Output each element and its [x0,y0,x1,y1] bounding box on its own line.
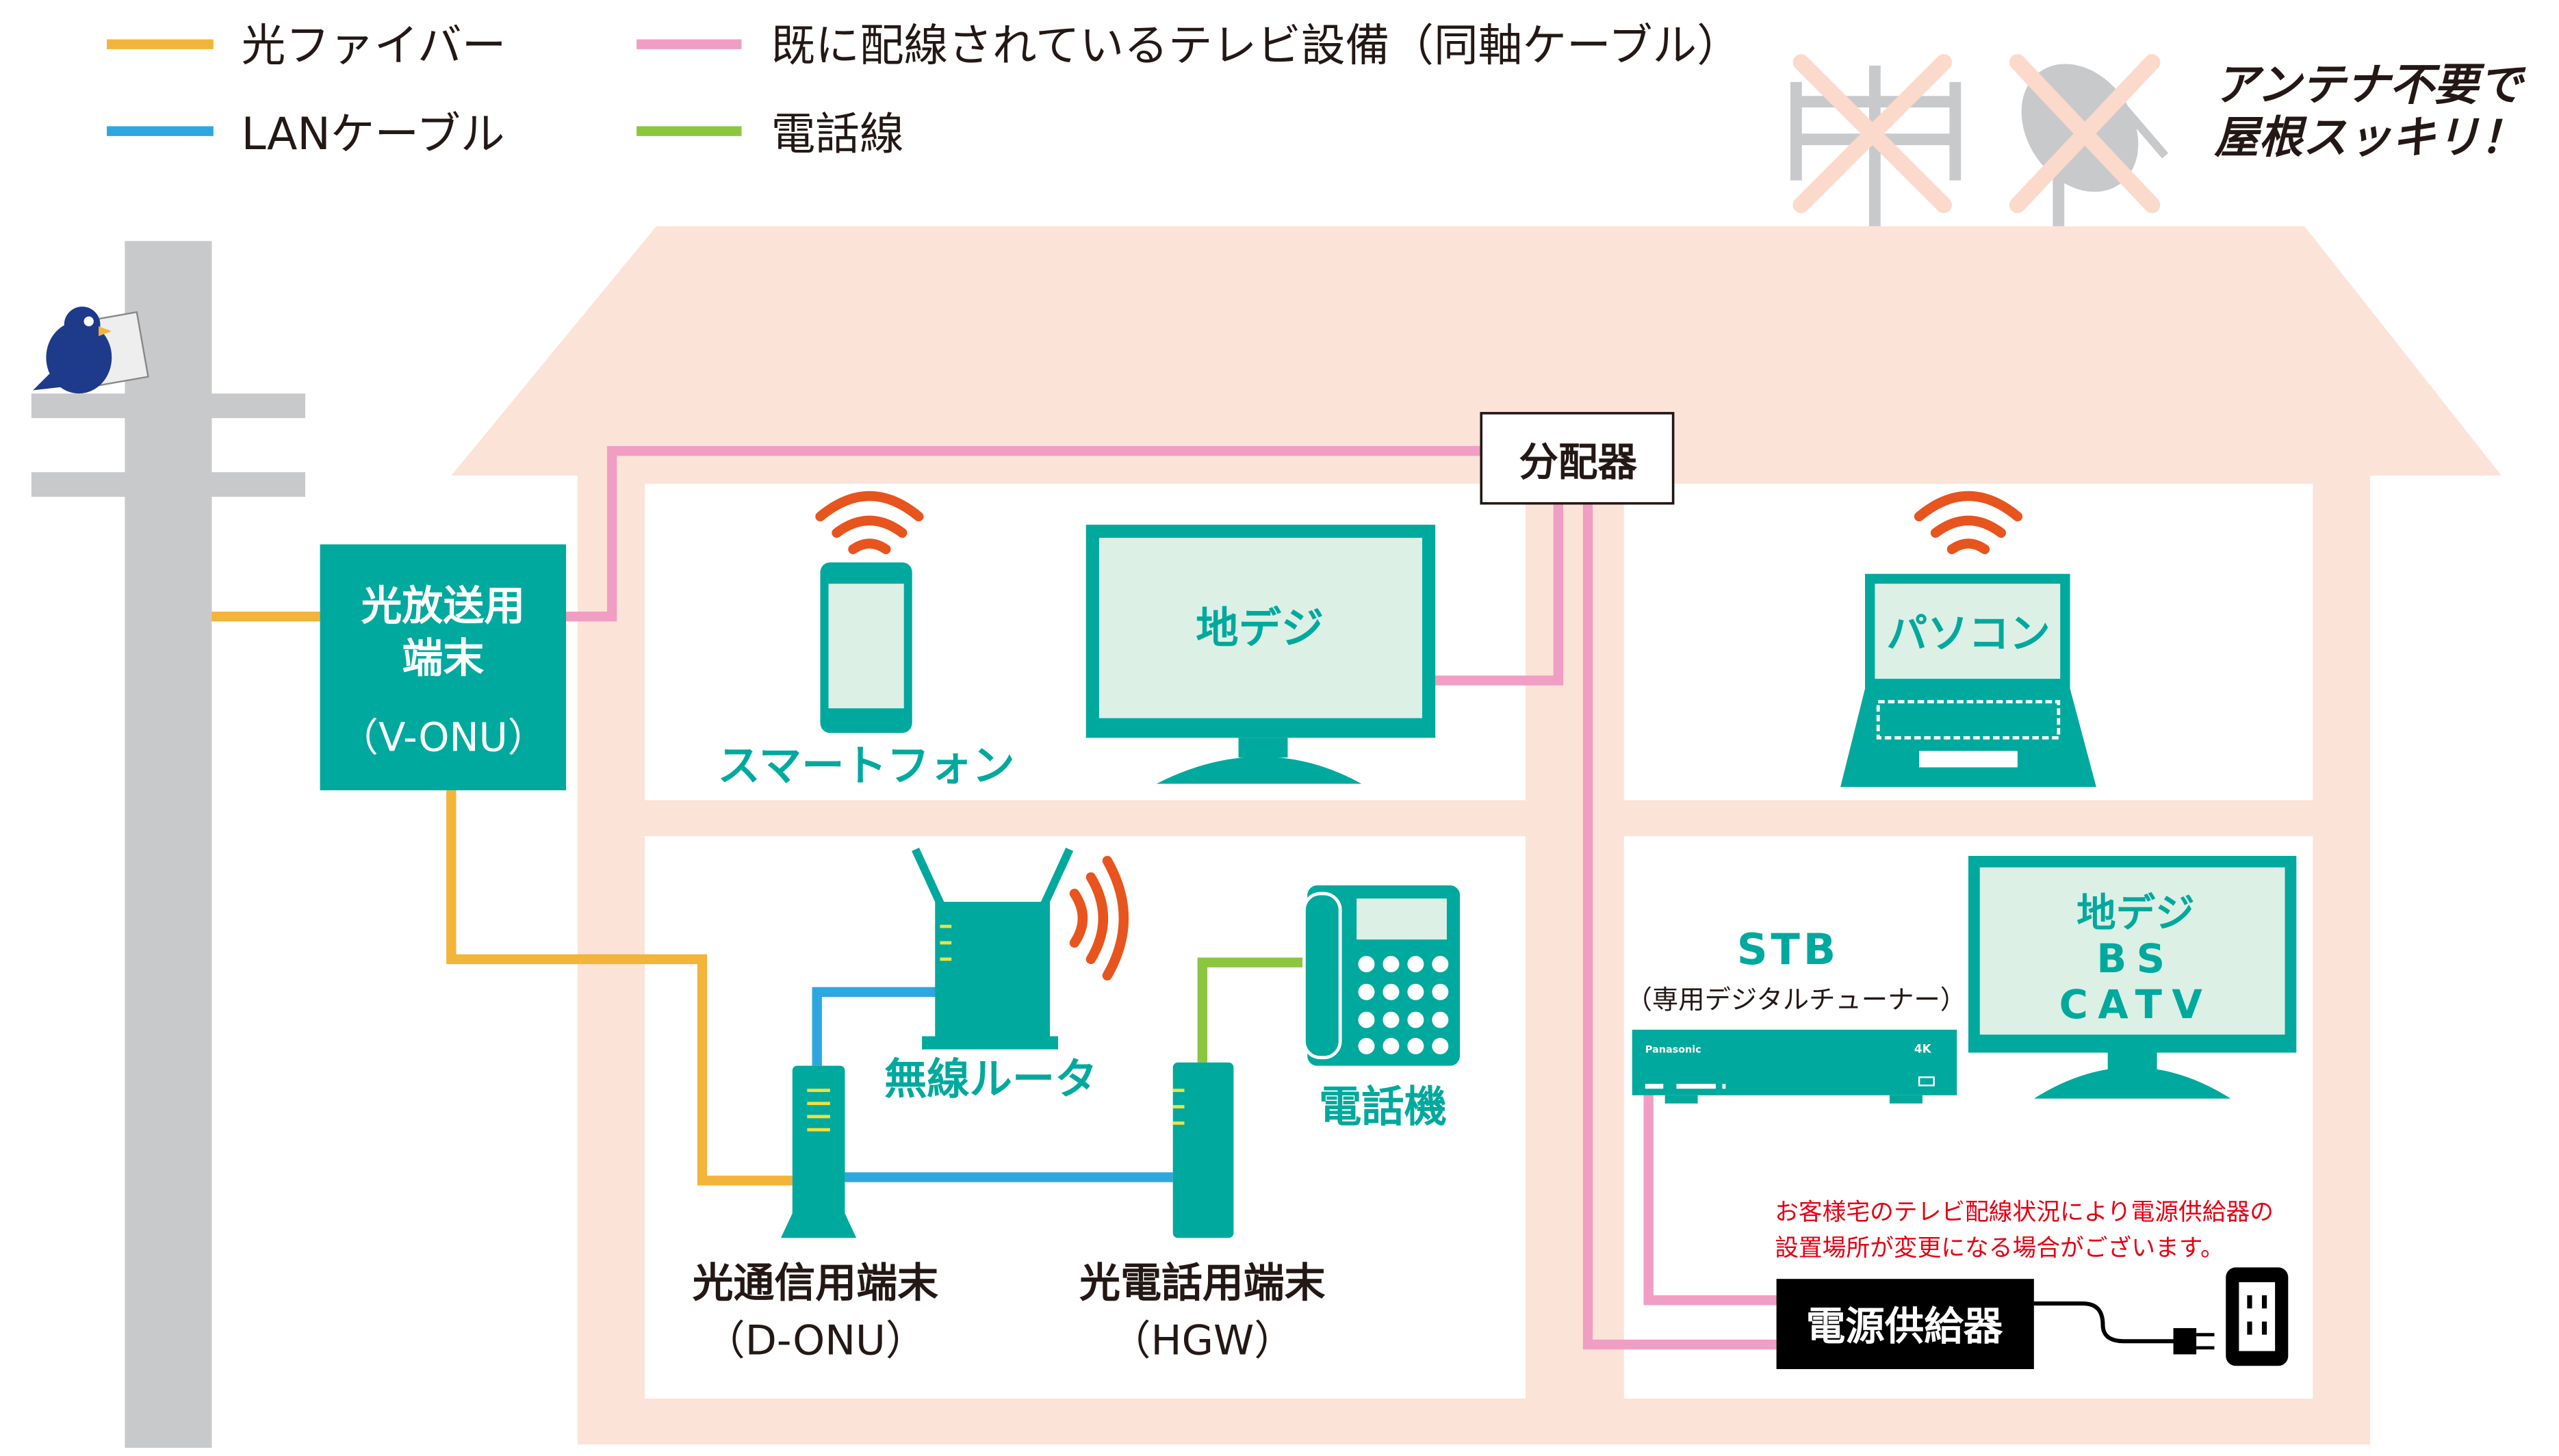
vonu-model: （V-ONU） [339,715,548,761]
hgw-model: （HGW） [1110,1316,1295,1364]
hgw-label: 光電話用端末 [1079,1260,1325,1308]
tv2-label: 地デジ [2076,890,2194,936]
antenna-crossed-icon [1790,54,1962,226]
laptop-device: パソコン [1840,573,2096,788]
stb-brand: Panasonic [1645,1044,1701,1055]
vonu-device: 光放送用 端末 （V-ONU） [320,544,567,791]
coax-cable [1643,1095,1777,1305]
note-text: 設置場所が変更になる場合がございます。 [1775,1235,2224,1262]
fiber-cable [446,790,793,1186]
legend-fiber-label: 光ファイバー [242,21,506,72]
smartphone-label: スマートフォン [717,741,1014,791]
donu-model: （D-ONU） [704,1316,927,1364]
wifi-icon [1069,855,1129,981]
stb-title: STB [1737,924,1839,974]
tv-device: 地デジ [1085,524,1436,784]
lan-cable [812,987,939,1066]
smartphone-device: スマートフォン [717,562,1015,791]
donu-label: 光通信用端末 [693,1260,938,1308]
plug-icon [2173,1328,2197,1355]
tv-bs-catv-device: 地デジ BS CATV [1968,855,2297,1099]
laptop-label: パソコン [1886,610,2050,658]
bird-mascot-icon [33,307,149,394]
stb-subtitle: （専用デジタルチューナー） [1626,985,1967,1015]
legend-coax-label: 既に配線されているテレビ設備（同軸ケーブル） [771,21,1741,72]
stb-device: STB （専用デジタルチューナー） Panasonic 4K [1626,924,1967,1104]
slogan-line1: アンテナ不要で [2214,60,2526,111]
hgw-device: 光電話用端末 （HGW） [1079,1062,1326,1364]
stb-4k-badge: 4K [1914,1041,1932,1055]
splitter-label: 分配器 [1519,439,1637,485]
coax-cable [1582,503,1777,1350]
slogan-line2: 屋根スッキリ！ [2213,112,2524,164]
donu-device: 光通信用端末 （D-ONU） [693,1065,938,1364]
wifi-icon [815,491,924,554]
tv-label: 地デジ [1196,603,1324,653]
vonu-label: 端末 [402,635,484,683]
router-device: 無線ルータ [884,847,1097,1104]
legend-lan-label: LANケーブル [242,109,505,160]
cables [211,445,1777,1350]
legend-phone-label: 電話線 [771,109,904,160]
tv2-label: CATV [2059,982,2212,1028]
dish-crossed-icon [2009,54,2169,226]
router-label: 無線ルータ [884,1054,1097,1104]
telephone-device: 電話機 [1302,885,1461,1132]
splitter: 分配器 [1480,412,1675,505]
note-text: お客様宅のテレビ配線状況により電源供給器の [1775,1199,2274,1226]
phone-cable [1197,957,1308,1063]
tv2-label: BS [2096,936,2174,982]
power-supply-label: 電源供給器 [1806,1303,2003,1349]
utility-pole [31,241,306,1448]
power-supply-device: 電源供給器 [1776,1267,2289,1369]
legend: 光ファイバー LANケーブル 既に配線されているテレビ設備（同軸ケーブル） 電話… [107,21,1741,160]
coax-cable [566,445,1482,622]
telephone-label: 電話機 [1319,1082,1447,1132]
wifi-icon [1914,491,2023,554]
outlet-icon [2226,1267,2289,1366]
coax-cable [1435,503,1564,686]
vonu-label: 光放送用 [361,582,526,630]
